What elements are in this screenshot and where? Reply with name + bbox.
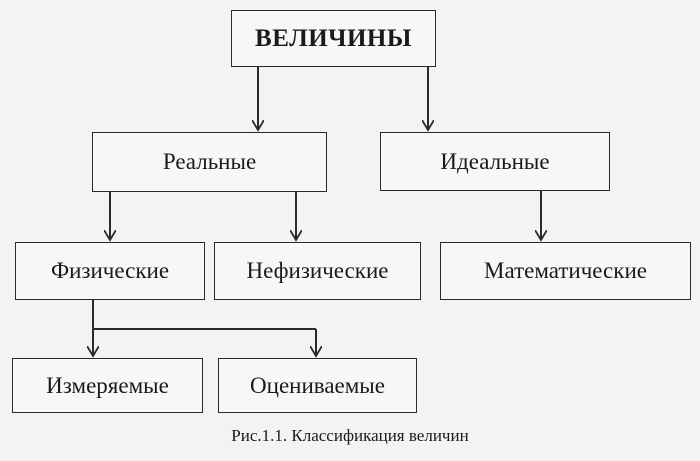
node-estimable-label: Оцениваемые (250, 372, 385, 398)
node-estimable: Оцениваемые (218, 358, 417, 413)
node-nonphysical: Нефизические (214, 242, 421, 300)
node-real-label: Реальные (162, 149, 257, 174)
figure-caption: Рис.1.1. Классификация величин (231, 426, 469, 445)
node-real: Реальные (92, 132, 327, 192)
node-nonphysical-label: Нефизические (246, 258, 389, 283)
node-math-label: Математические (484, 258, 647, 283)
node-ideal-label: Идеальные (440, 148, 550, 174)
node-root-label: ВЕЛИЧИНЫ (255, 24, 412, 52)
node-measurable: Измеряемые (12, 358, 203, 413)
node-root: ВЕЛИЧИНЫ (231, 10, 436, 67)
node-math: Математические (440, 242, 691, 300)
edge-physical-trunk (92, 299, 316, 330)
node-physical-label: Физические (50, 258, 170, 283)
node-physical: Физические (15, 242, 205, 300)
node-ideal: Идеальные (380, 132, 610, 191)
node-measurable-label: Измеряемые (46, 372, 169, 398)
